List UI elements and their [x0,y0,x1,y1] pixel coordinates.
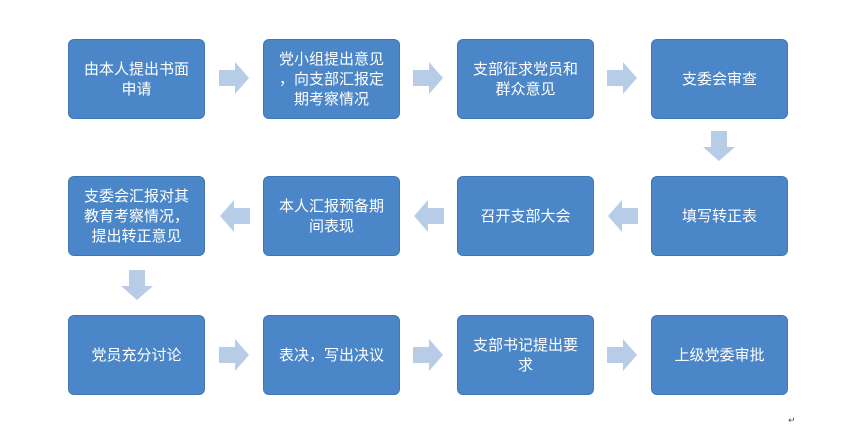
arrow-right-icon [219,339,249,371]
arrow-right-icon [413,339,443,371]
step-9-box: 党员充分讨论 [68,315,205,395]
step-1-box: 由本人提出书面 申请 [68,39,205,119]
step-5-box: 填写转正表 [651,176,788,256]
arrow-left-icon [414,200,444,232]
step-6-box: 召开支部大会 [457,176,594,256]
arrow-right-icon [413,62,443,94]
arrow-left-icon [220,200,250,232]
step-10-box: 表决，写出决议 [263,315,400,395]
arrow-right-icon [219,62,249,94]
arrow-right-icon [607,339,637,371]
step-11-box: 支部书记提出要 求 [457,315,594,395]
step-3-box: 支部征求党员和 群众意见 [457,39,594,119]
arrow-left-icon [608,200,638,232]
arrow-down-icon [703,131,735,161]
step-8-box: 支委会汇报对其 教育考察情况， 提出转正意见 [68,176,205,256]
step-2-box: 党小组提出意见 ，向支部汇报定 期考察情况 [263,39,400,119]
arrow-right-icon [607,62,637,94]
paragraph-mark: ↵ [788,416,796,426]
step-12-box: 上级党委审批 [651,315,788,395]
step-7-box: 本人汇报预备期 间表现 [263,176,400,256]
arrow-down-icon [121,270,153,300]
step-4-box: 支委会审查 [651,39,788,119]
